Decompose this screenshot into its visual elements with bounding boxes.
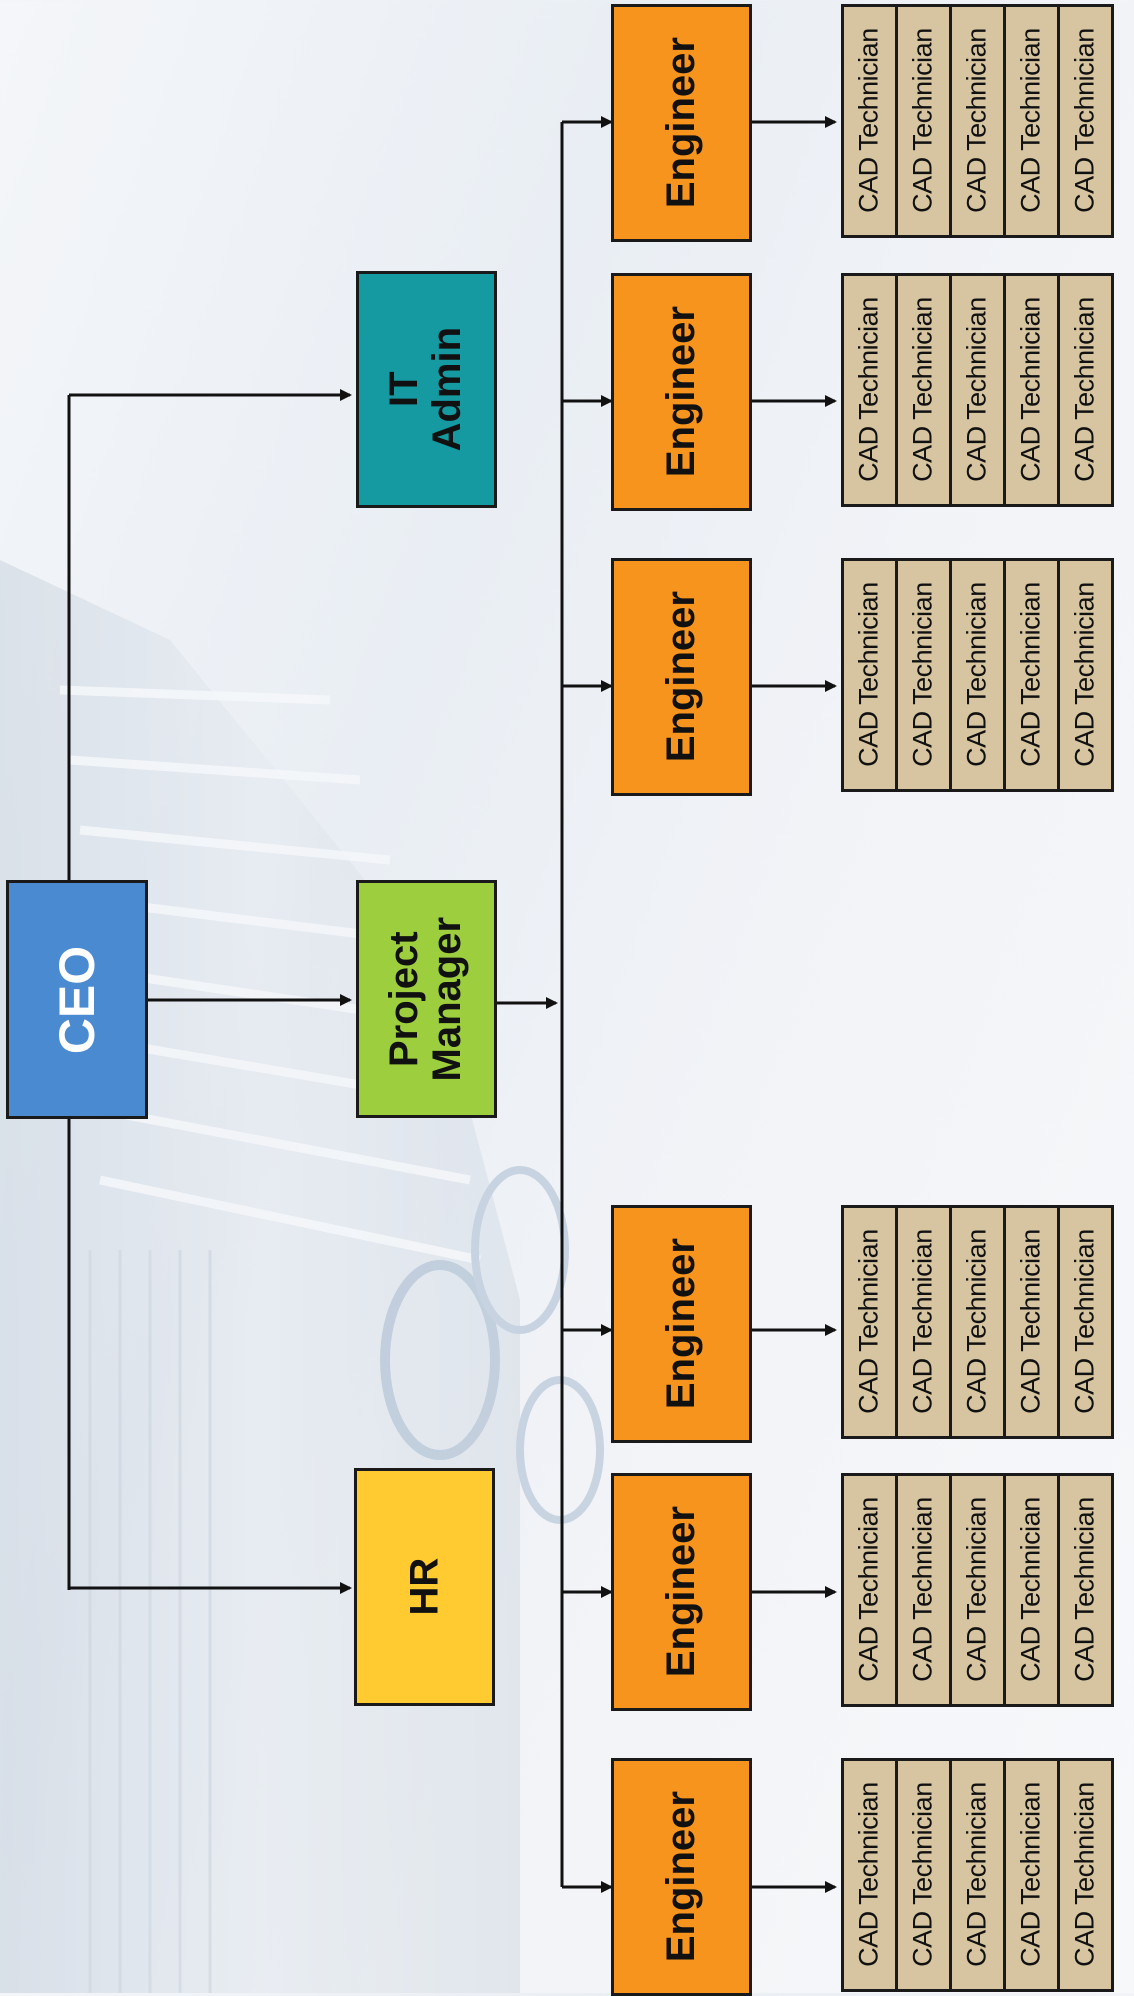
engineer-box-6: Engineer	[611, 1758, 752, 1996]
technician-group-1: CAD Technician CAD Technician CAD Techni…	[841, 4, 1114, 238]
technician-label: CAD Technician	[1015, 1497, 1046, 1683]
technician-box: CAD Technician	[1057, 273, 1114, 507]
project-manager-box: Project Manager	[356, 880, 497, 1118]
technician-box: CAD Technician	[895, 1758, 952, 1992]
technician-box: CAD Technician	[949, 4, 1006, 238]
technician-label: CAD Technician	[853, 1497, 884, 1683]
technician-label: CAD Technician	[907, 582, 938, 768]
it-admin-box: IT Admin	[356, 271, 497, 508]
technician-box: CAD Technician	[895, 4, 952, 238]
technician-label: CAD Technician	[1015, 1782, 1046, 1968]
technician-box: CAD Technician	[841, 1473, 898, 1707]
technician-label: CAD Technician	[853, 1229, 884, 1415]
technician-group-2: CAD Technician CAD Technician CAD Techni…	[841, 273, 1114, 507]
technician-label: CAD Technician	[1069, 1229, 1100, 1415]
technician-group-5: CAD Technician CAD Technician CAD Techni…	[841, 1473, 1114, 1707]
project-manager-label-line-2: Manager	[425, 916, 470, 1082]
technician-box: CAD Technician	[841, 558, 898, 792]
technician-box: CAD Technician	[949, 273, 1006, 507]
technician-label: CAD Technician	[853, 28, 884, 214]
technician-label: CAD Technician	[961, 1782, 992, 1968]
technician-label: CAD Technician	[1069, 582, 1100, 768]
technician-box: CAD Technician	[895, 558, 952, 792]
technician-label: CAD Technician	[1069, 297, 1100, 483]
technician-label: CAD Technician	[907, 1229, 938, 1415]
technician-box: CAD Technician	[949, 1473, 1006, 1707]
technician-label: CAD Technician	[1069, 28, 1100, 214]
technician-box: CAD Technician	[895, 273, 952, 507]
technician-label: CAD Technician	[1069, 1497, 1100, 1683]
engineer-box-5: Engineer	[611, 1473, 752, 1711]
project-manager-label-line-1: Project	[382, 931, 427, 1067]
technician-label: CAD Technician	[907, 1497, 938, 1683]
technician-box: CAD Technician	[1057, 1758, 1114, 1992]
technician-label: CAD Technician	[961, 1229, 992, 1415]
technician-group-3: CAD Technician CAD Technician CAD Techni…	[841, 558, 1114, 792]
engineer-label: Engineer	[658, 37, 703, 209]
technician-box: CAD Technician	[1003, 558, 1060, 792]
ceo-label: CEO	[48, 945, 105, 1054]
technician-box: CAD Technician	[1057, 4, 1114, 238]
technician-label: CAD Technician	[853, 582, 884, 768]
technician-box: CAD Technician	[1003, 1205, 1060, 1439]
engineer-label: Engineer	[658, 306, 703, 478]
engineer-box-3: Engineer	[611, 558, 752, 796]
technician-box: CAD Technician	[1003, 1758, 1060, 1992]
technician-label: CAD Technician	[907, 28, 938, 214]
technician-group-6: CAD Technician CAD Technician CAD Techni…	[841, 1758, 1114, 1992]
technician-box: CAD Technician	[1003, 273, 1060, 507]
technician-box: CAD Technician	[841, 1758, 898, 1992]
technician-box: CAD Technician	[841, 273, 898, 507]
it-admin-label-line-2: Admin	[425, 327, 470, 452]
technician-box: CAD Technician	[1003, 4, 1060, 238]
technician-box: CAD Technician	[949, 1205, 1006, 1439]
engineer-label: Engineer	[658, 1238, 703, 1410]
technician-label: CAD Technician	[961, 297, 992, 483]
engineer-label: Engineer	[658, 1506, 703, 1678]
technician-box: CAD Technician	[1057, 558, 1114, 792]
technician-group-4: CAD Technician CAD Technician CAD Techni…	[841, 1205, 1114, 1439]
it-admin-label-line-1: IT	[382, 371, 427, 408]
technician-box: CAD Technician	[949, 1758, 1006, 1992]
technician-label: CAD Technician	[1015, 297, 1046, 483]
engineer-label: Engineer	[658, 1791, 703, 1963]
technician-label: CAD Technician	[853, 297, 884, 483]
technician-box: CAD Technician	[1057, 1473, 1114, 1707]
technician-label: CAD Technician	[1069, 1782, 1100, 1968]
technician-label: CAD Technician	[1015, 28, 1046, 214]
technician-box: CAD Technician	[1003, 1473, 1060, 1707]
technician-label: CAD Technician	[853, 1782, 884, 1968]
technician-box: CAD Technician	[949, 558, 1006, 792]
technician-box: CAD Technician	[895, 1473, 952, 1707]
technician-label: CAD Technician	[907, 297, 938, 483]
technician-box: CAD Technician	[1057, 1205, 1114, 1439]
technician-label: CAD Technician	[961, 28, 992, 214]
technician-label: CAD Technician	[1015, 1229, 1046, 1415]
hr-label: HR	[401, 1558, 446, 1616]
technician-box: CAD Technician	[841, 1205, 898, 1439]
ceo-box: CEO	[6, 880, 148, 1119]
engineer-label: Engineer	[658, 591, 703, 763]
technician-label: CAD Technician	[961, 1497, 992, 1683]
technician-box: CAD Technician	[895, 1205, 952, 1439]
technician-label: CAD Technician	[961, 582, 992, 768]
technician-label: CAD Technician	[1015, 582, 1046, 768]
technician-label: CAD Technician	[907, 1782, 938, 1968]
engineer-box-2: Engineer	[611, 273, 752, 511]
engineer-box-1: Engineer	[611, 4, 752, 242]
technician-box: CAD Technician	[841, 4, 898, 238]
hr-box: HR	[354, 1468, 495, 1706]
engineer-box-4: Engineer	[611, 1205, 752, 1443]
